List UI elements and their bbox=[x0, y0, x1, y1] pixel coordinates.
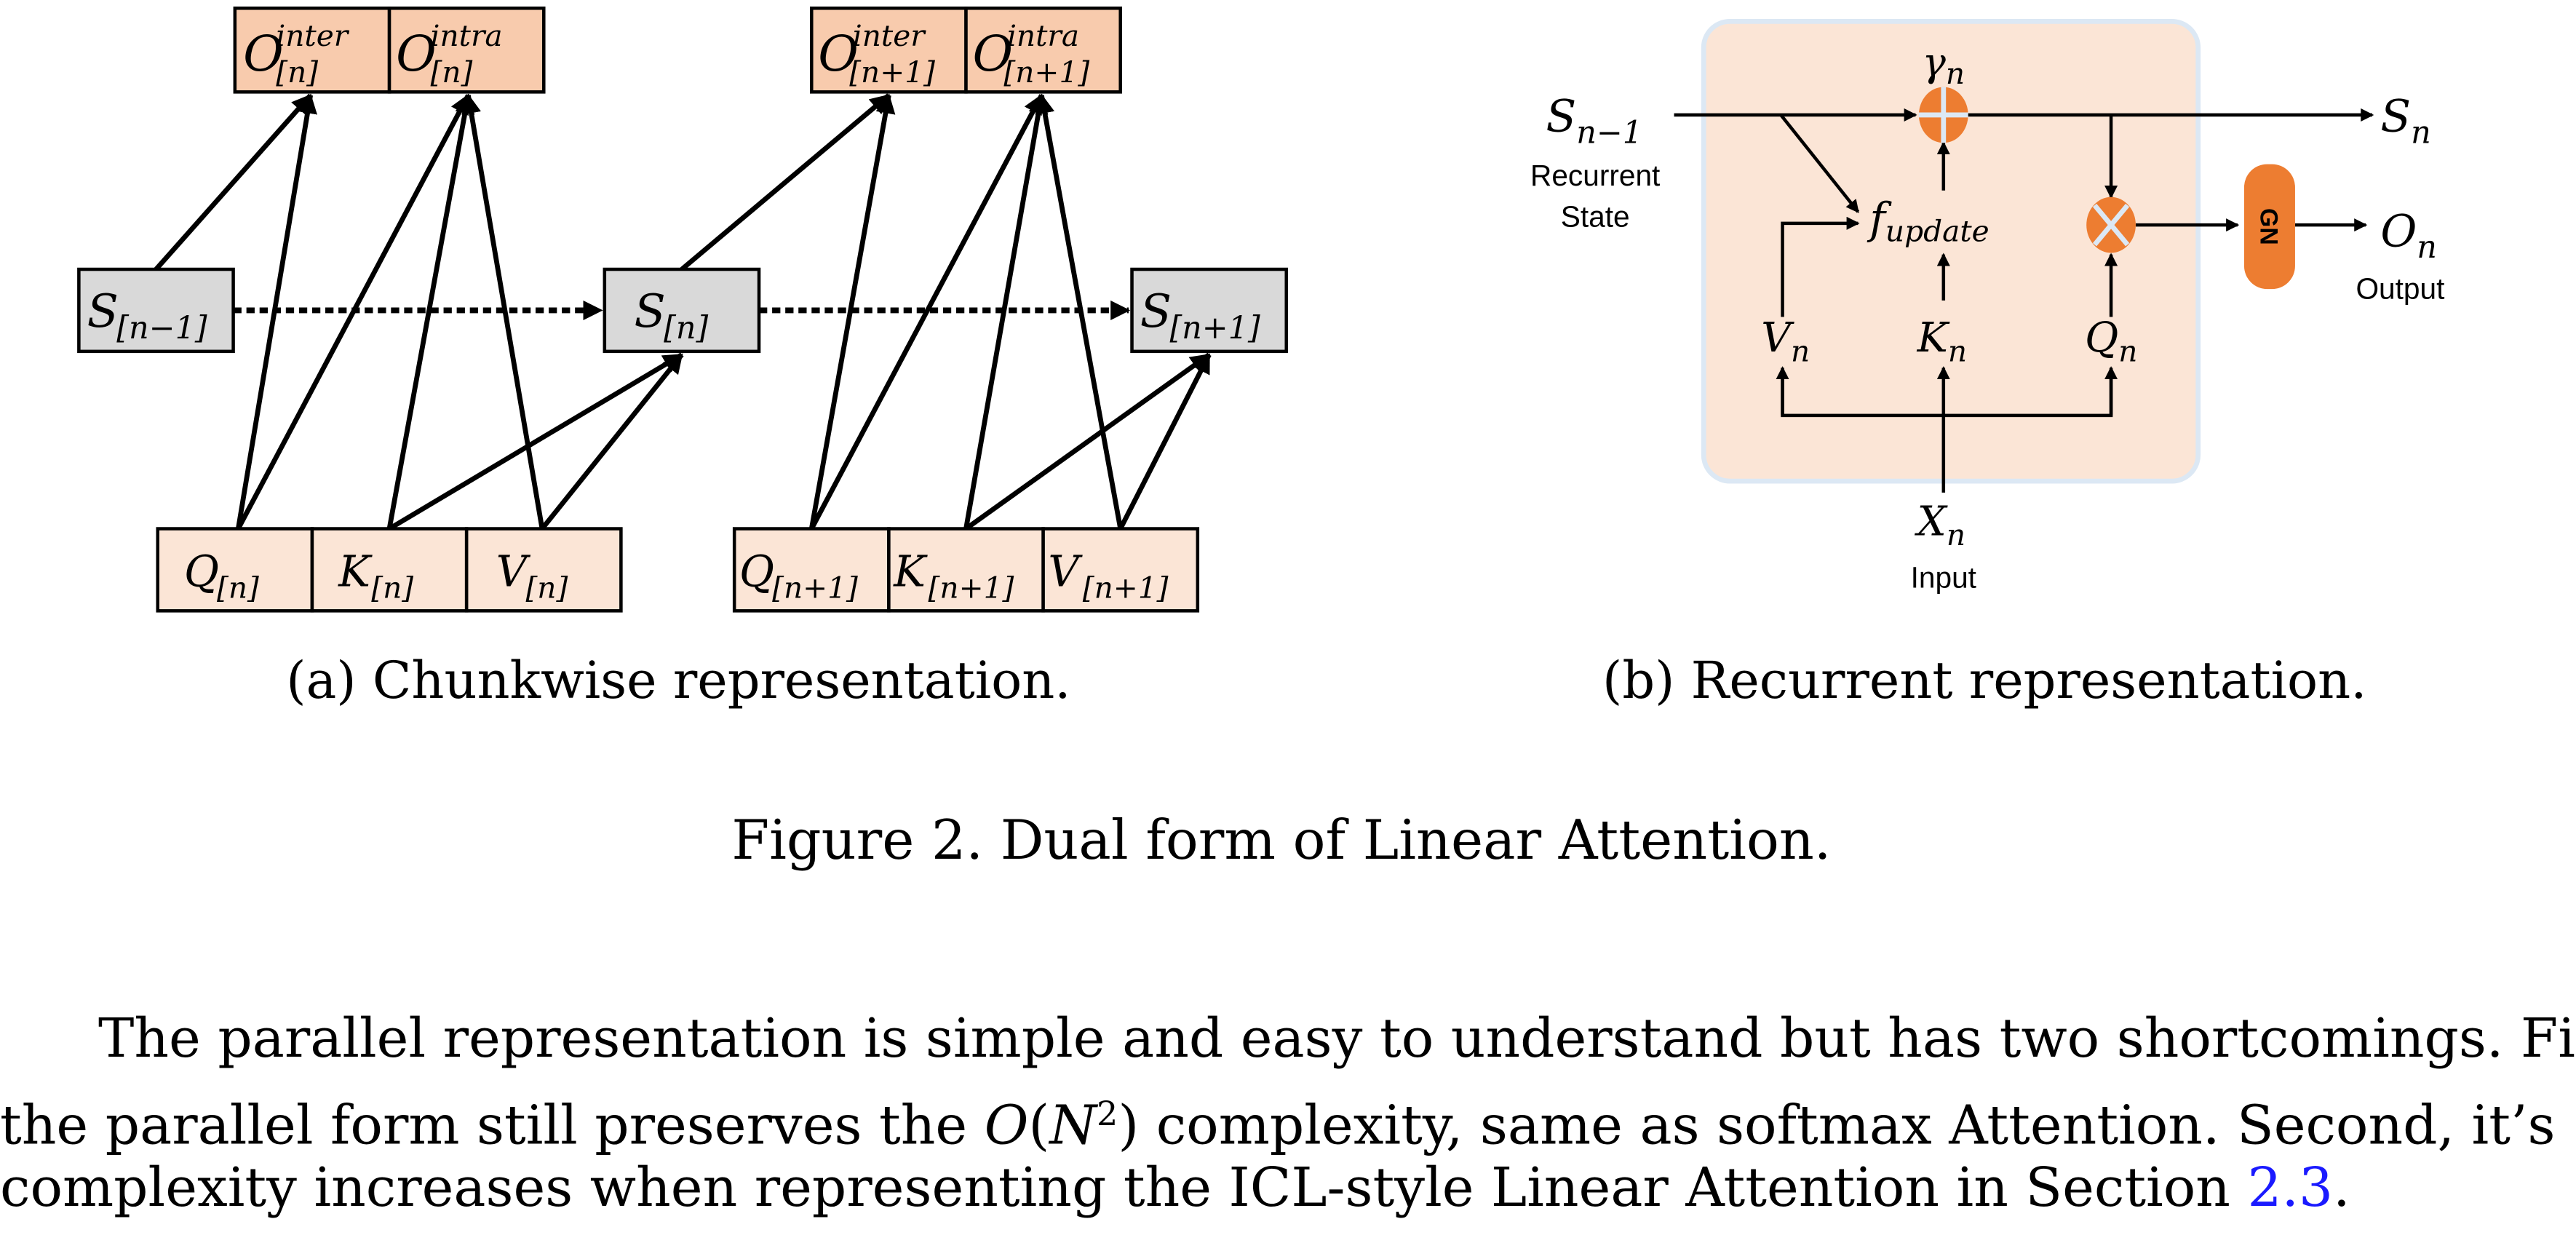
edge-arrow bbox=[808, 93, 896, 530]
subfigure-a-caption: (a) Chunkwise representation. bbox=[286, 651, 1070, 710]
add-operator-icon bbox=[1918, 87, 1968, 143]
svg-text:S: S bbox=[634, 284, 665, 338]
svg-text:K: K bbox=[893, 547, 928, 597]
state-to-update-arrow bbox=[1779, 114, 1860, 213]
svg-text:O: O bbox=[973, 25, 1014, 82]
input-box: K [n+1] bbox=[887, 527, 1045, 613]
svg-text:K: K bbox=[338, 547, 373, 597]
svg-text:Q: Q bbox=[739, 547, 774, 597]
state-box: S [n] bbox=[603, 267, 761, 354]
math-exponent: 2 bbox=[1097, 1094, 1118, 1133]
recurrent-diagram: GN Sn−1 Recurrent State Sn γn fupdate Vn… bbox=[1530, 18, 2444, 710]
edge-arrow bbox=[1118, 353, 1212, 531]
next-state-label: Sn bbox=[2380, 91, 2430, 151]
input-caption: Input bbox=[1911, 561, 1976, 595]
edge-arrow bbox=[540, 353, 684, 531]
svg-text:V: V bbox=[1048, 547, 1083, 597]
svg-text:[n]: [n] bbox=[525, 570, 568, 605]
gamma-label: γn bbox=[1922, 39, 1965, 91]
subfigure-b-caption: (b) Recurrent representation. bbox=[1602, 651, 2366, 710]
multiply-operator-icon bbox=[2086, 196, 2136, 253]
svg-text:intra: intra bbox=[431, 18, 503, 53]
edge-arrow bbox=[964, 352, 1211, 531]
math-paren-close: ) bbox=[1118, 1094, 1140, 1157]
svg-text:O: O bbox=[396, 25, 437, 82]
edge-arrow bbox=[236, 93, 317, 530]
output-label: On bbox=[2380, 205, 2437, 266]
output-box: O intra [n+1] bbox=[964, 7, 1122, 94]
svg-text:[n−1]: [n−1] bbox=[116, 310, 207, 346]
svg-text:O: O bbox=[818, 25, 859, 82]
prev-state-label: Sn−1 bbox=[1546, 91, 1642, 151]
edge-arrow bbox=[461, 93, 545, 530]
edge-arrow bbox=[388, 352, 683, 531]
svg-text:[n]: [n] bbox=[371, 570, 413, 605]
q-label: Qn bbox=[2085, 314, 2137, 369]
v-to-update-arrow bbox=[1781, 216, 1860, 317]
svg-text:intra: intra bbox=[1007, 18, 1079, 53]
svg-text:S: S bbox=[87, 284, 119, 338]
state-box: S [n+1] bbox=[1130, 267, 1288, 354]
input-box: Q [n+1] bbox=[732, 527, 891, 613]
recurrent-state-caption-1: Recurrent bbox=[1530, 159, 1660, 192]
svg-text:[n]: [n] bbox=[276, 55, 318, 90]
x-label: Xn bbox=[1915, 499, 1965, 553]
input-box: V [n] bbox=[464, 527, 623, 613]
svg-text:[n+1]: [n+1] bbox=[1169, 310, 1260, 346]
svg-text:[n]: [n] bbox=[217, 570, 259, 605]
section-link[interactable]: 2.3 bbox=[2247, 1156, 2334, 1219]
svg-text:[n+1]: [n+1] bbox=[929, 570, 1014, 605]
group-norm-block: GN bbox=[2243, 164, 2295, 290]
svg-text:O: O bbox=[243, 25, 284, 82]
k-label: Kn bbox=[1917, 314, 1967, 369]
svg-text:[n+1]: [n+1] bbox=[1003, 55, 1089, 90]
svg-text:GN: GN bbox=[2255, 208, 2283, 245]
v-label: Vn bbox=[1761, 314, 1810, 369]
svg-text:V: V bbox=[496, 547, 531, 597]
output-caption: Output bbox=[2356, 272, 2444, 306]
output-box: O inter [n+1] bbox=[810, 7, 968, 94]
svg-text:[n+1]: [n+1] bbox=[1083, 570, 1169, 605]
svg-text:[n+1]: [n+1] bbox=[849, 55, 935, 90]
paragraph-text: . bbox=[2333, 1156, 2350, 1219]
edge-arrow bbox=[680, 93, 891, 271]
output-box: O intra [n] bbox=[387, 7, 546, 94]
paragraph-line-2: the parallel form still preserves the O(… bbox=[0, 1076, 2576, 1164]
figure-caption: Figure 2. Dual form of Linear Attention. bbox=[731, 809, 1831, 872]
edge-arrow bbox=[386, 93, 475, 530]
svg-text:[n]: [n] bbox=[664, 310, 708, 346]
math-paren-open: ( bbox=[1028, 1094, 1050, 1157]
edge-arrow bbox=[809, 93, 1044, 531]
input-box: Q [n] bbox=[156, 527, 314, 613]
paragraph-text: the parallel form still preserves the bbox=[0, 1094, 985, 1157]
recurrent-panel bbox=[1701, 18, 2201, 484]
edge-arrow bbox=[154, 93, 313, 271]
edge-arrow bbox=[1035, 93, 1124, 530]
svg-text:[n+1]: [n+1] bbox=[772, 570, 858, 605]
input-box: K [n] bbox=[310, 527, 469, 613]
math-big-o: O bbox=[984, 1094, 1029, 1157]
svg-text:inter: inter bbox=[853, 18, 927, 53]
svg-text:Q: Q bbox=[184, 547, 219, 597]
paragraph-line-1: The parallel representation is simple an… bbox=[98, 1007, 2576, 1070]
input-box: V [n+1] bbox=[1041, 527, 1200, 613]
recurrent-state-caption-2: State bbox=[1561, 199, 1630, 233]
paragraph-line-3: complexity increases when representing t… bbox=[0, 1150, 2576, 1226]
edge-arrow bbox=[236, 93, 471, 531]
paragraph-text: complexity increases when representing t… bbox=[0, 1156, 2248, 1219]
svg-text:inter: inter bbox=[276, 18, 350, 53]
output-box: O inter [n] bbox=[233, 7, 391, 94]
math-n: N bbox=[1049, 1094, 1097, 1157]
state-box: S [n−1] bbox=[77, 267, 235, 354]
chunkwise-diagram: O inter [n] O intra [n] O inter [n+1] O … bbox=[77, 7, 1288, 710]
edge-arrow bbox=[963, 93, 1049, 530]
paragraph-text: complexity, same as softmax Attention. S… bbox=[1139, 1094, 2556, 1157]
svg-text:[n]: [n] bbox=[431, 55, 473, 90]
svg-text:S: S bbox=[1140, 284, 1172, 338]
